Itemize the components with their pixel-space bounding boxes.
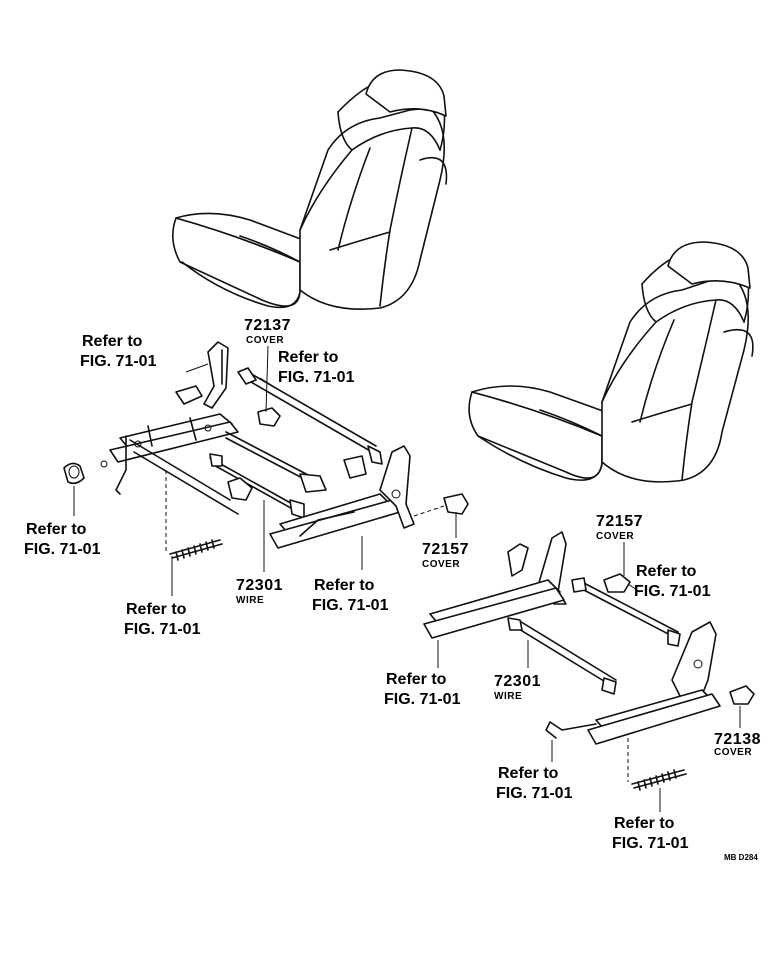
callout-ref-rail-right-line2: FIG. 71-01 [384,691,461,708]
part-name-72138: COVER [714,747,753,758]
part-number-72157-right: 72157 [596,513,643,530]
part-name-72301-left: WIRE [236,595,265,606]
callout-ref-spring-left-line1: Refer to [126,601,187,618]
right-seat-illustration [468,241,754,483]
left-seat-illustration [172,69,448,310]
callout-ref-rail-right-line1: Refer to [386,671,447,688]
part-number-72138: 72138 [714,731,761,748]
part-name-72157-right: COVER [596,531,635,542]
callout-ref-cable-top-line2: FIG. 71-01 [278,369,355,386]
left-seat-adjuster [63,341,469,561]
callout-ref-rail-left-line1: Refer to [314,577,375,594]
part-number-72301-right: 72301 [494,673,541,690]
part-number-72157-left: 72157 [422,541,469,558]
callout-ref-handle-right-line2: FIG. 71-01 [496,785,573,802]
callout-ref-right-top-line2: FIG. 71-01 [634,583,711,600]
callout-ref-top-left-line2: FIG. 71-01 [80,353,157,370]
callout-ref-left-line1: Refer to [26,521,87,538]
part-name-72301-right: WIRE [494,691,523,702]
callout-ref-right-top-line1: Refer to [636,563,697,580]
callout-ref-spring-right-line1: Refer to [614,815,675,832]
callout-ref-cable-top-line1: Refer to [278,349,339,366]
callout-ref-spring-left-line2: FIG. 71-01 [124,621,201,638]
part-number-72137: 72137 [244,317,291,334]
part-name-72137: COVER [246,335,285,346]
callout-ref-top-left-line1: Refer to [82,333,143,350]
part-number-72301-left: 72301 [236,577,283,594]
right-seat-adjuster [423,531,755,791]
callout-ref-left-line2: FIG. 71-01 [24,541,101,558]
figure-code: MB D284 [724,853,758,862]
part-name-72157-left: COVER [422,559,461,570]
callout-ref-spring-right-line2: FIG. 71-01 [612,835,689,852]
callout-ref-rail-left-line2: FIG. 71-01 [312,597,389,614]
callout-ref-handle-right-line1: Refer to [498,765,559,782]
leader-lines [73,345,741,812]
